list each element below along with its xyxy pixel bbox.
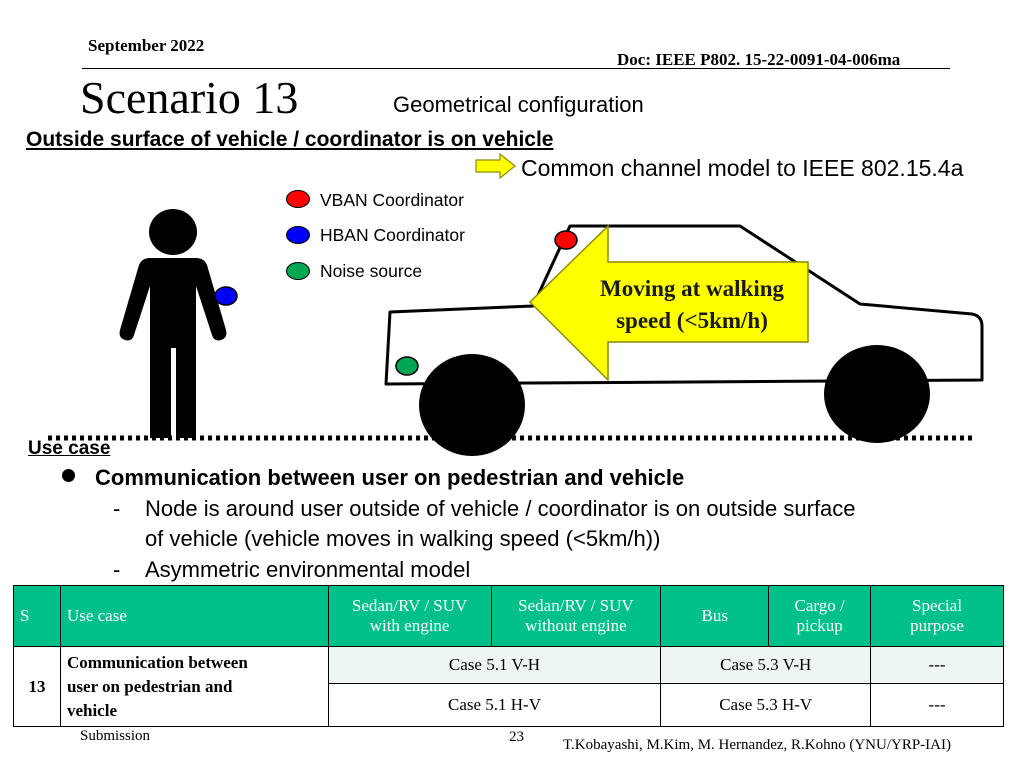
vban-legend-label: VBAN Coordinator <box>320 190 464 210</box>
moving-speed-line2: speed (<5km/h) <box>616 308 768 333</box>
cell-special-hv: --- <box>870 683 1004 727</box>
use-case-heading: Use case <box>28 438 111 459</box>
sub-bullet-node-cont: of vehicle (vehicle moves in walking spe… <box>145 526 661 551</box>
footer-page-number: 23 <box>509 729 524 745</box>
sub-bullet-environment: Asymmetric environmental model <box>145 557 471 582</box>
cell-sedan-vh: Case 5.1 V-H <box>327 646 662 684</box>
header-date: September 2022 <box>88 36 205 55</box>
hban-coordinator-node <box>214 286 238 306</box>
cell-bus-vh: Case 5.3 V-H <box>660 646 872 684</box>
cell-special-vh: --- <box>870 646 1004 684</box>
vehicle-rear-wheel <box>824 345 930 443</box>
header-use-case: Use case <box>59 585 329 647</box>
scenario-heading: Outside surface of vehicle / coordinator… <box>26 128 554 151</box>
hban-legend-icon <box>286 226 310 244</box>
header-cargo: Cargo /pickup <box>768 585 872 647</box>
channel-model-note: Common channel model to IEEE 802.15.4a <box>521 155 964 181</box>
table-row: Case 5.1 H-V Case 5.3 H-V --- <box>14 683 1004 727</box>
noise-legend-label: Noise source <box>320 261 423 281</box>
vehicle-front-wheel <box>419 354 525 456</box>
moving-speed-label: Moving at walking speed (<5km/h) <box>583 273 801 337</box>
footer-submission: Submission <box>80 728 151 744</box>
vban-legend-icon <box>286 190 310 208</box>
use-case-bullet: Communication between user on pedestrian… <box>95 465 685 490</box>
moving-speed-line1: Moving at walking <box>599 276 785 301</box>
header-s: S <box>13 585 61 647</box>
noise-legend-icon <box>286 262 310 280</box>
noise-source-node <box>395 356 419 376</box>
cell-scenario-number: 13 <box>13 646 61 727</box>
sub-bullet-dash: - <box>113 557 121 582</box>
header-bus: Bus <box>660 585 770 647</box>
bullet-icon <box>62 469 75 482</box>
vban-coordinator-node <box>554 230 578 250</box>
sub-bullet-node: Node is around user outside of vehicle /… <box>145 496 856 521</box>
sub-bullet-dash: - <box>113 496 121 521</box>
footer-authors: T.Kobayashi, M.Kim, M. Hernandez, R.Kohn… <box>563 737 951 753</box>
pointer-arrow-icon <box>475 152 516 180</box>
pedestrian-figure <box>119 209 227 438</box>
cell-bus-hv: Case 5.3 H-V <box>660 683 872 727</box>
cell-sedan-hv: Case 5.1 H-V <box>327 683 662 727</box>
slide-title: Scenario 13 <box>80 72 299 123</box>
header-rule <box>82 68 950 69</box>
moving-direction-arrow <box>528 224 809 382</box>
header-doc-id: Doc: IEEE P802. 15-22-0091-04-006ma <box>617 50 901 69</box>
slide-subtitle: Geometrical configuration <box>393 92 644 117</box>
hban-legend-label: HBAN Coordinator <box>320 225 465 245</box>
